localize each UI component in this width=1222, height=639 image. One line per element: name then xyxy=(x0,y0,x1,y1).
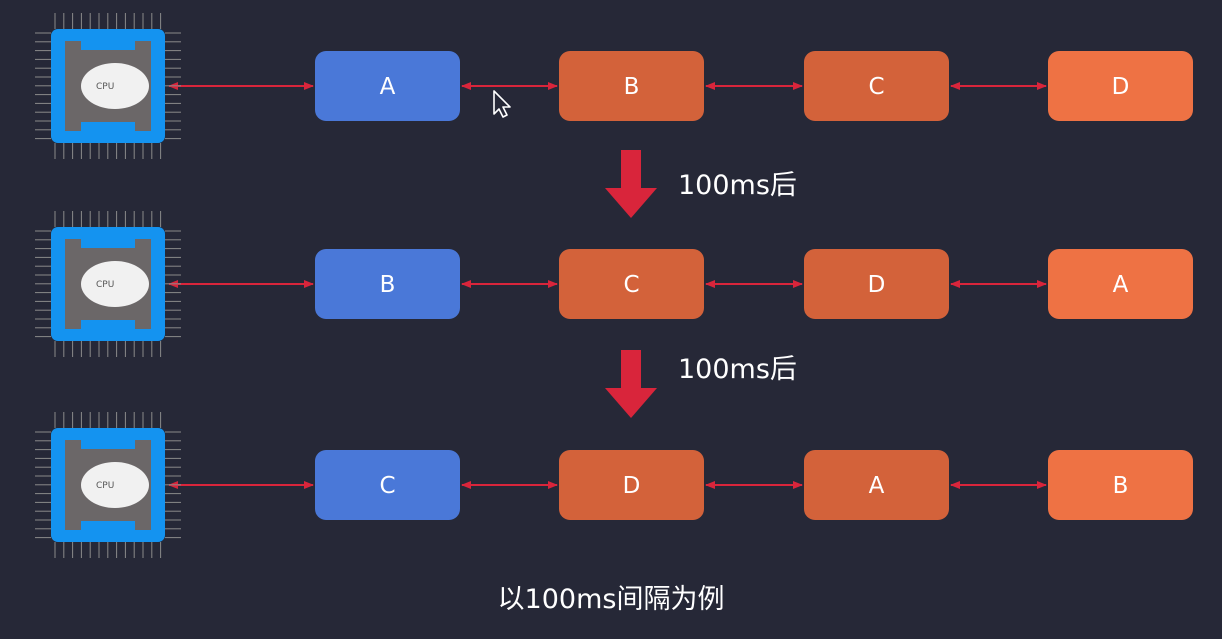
task-label: D xyxy=(623,473,641,499)
task-box-c: C xyxy=(804,51,949,121)
step-label-1: 100ms后 xyxy=(678,170,797,201)
cpu-label: CPU xyxy=(96,280,114,290)
task-label: A xyxy=(380,74,396,100)
mouse-cursor-icon xyxy=(493,90,511,118)
cpu-label: CPU xyxy=(96,82,114,92)
task-box-a: A xyxy=(1048,249,1193,319)
task-label: C xyxy=(623,272,639,298)
task-box-b: B xyxy=(315,249,460,319)
task-label: C xyxy=(868,74,884,100)
task-box-c: C xyxy=(559,249,704,319)
cpu-chip-icon: CPU xyxy=(35,211,181,357)
task-box-b: B xyxy=(1048,450,1193,520)
task-box-d: D xyxy=(1048,51,1193,121)
task-box-c: C xyxy=(315,450,460,520)
task-box-d: D xyxy=(804,249,949,319)
task-label: A xyxy=(869,473,885,499)
task-box-d: D xyxy=(559,450,704,520)
cpu-chip-icon: CPU xyxy=(35,412,181,558)
task-box-b: B xyxy=(559,51,704,121)
task-label: A xyxy=(1113,272,1129,298)
task-box-a: A xyxy=(804,450,949,520)
task-label: B xyxy=(1113,473,1129,499)
step-label-2: 100ms后 xyxy=(678,354,797,385)
task-label: B xyxy=(624,74,640,100)
task-label: D xyxy=(1112,74,1130,100)
down-arrow-icon xyxy=(605,350,657,418)
task-label: D xyxy=(868,272,886,298)
task-label: B xyxy=(380,272,396,298)
down-arrow-icon xyxy=(605,150,657,218)
caption: 以100ms间隔为例 xyxy=(497,584,725,615)
task-box-a: A xyxy=(315,51,460,121)
task-label: C xyxy=(379,473,395,499)
cpu-chip-icon: CPU xyxy=(35,13,181,159)
cpu-label: CPU xyxy=(96,481,114,491)
